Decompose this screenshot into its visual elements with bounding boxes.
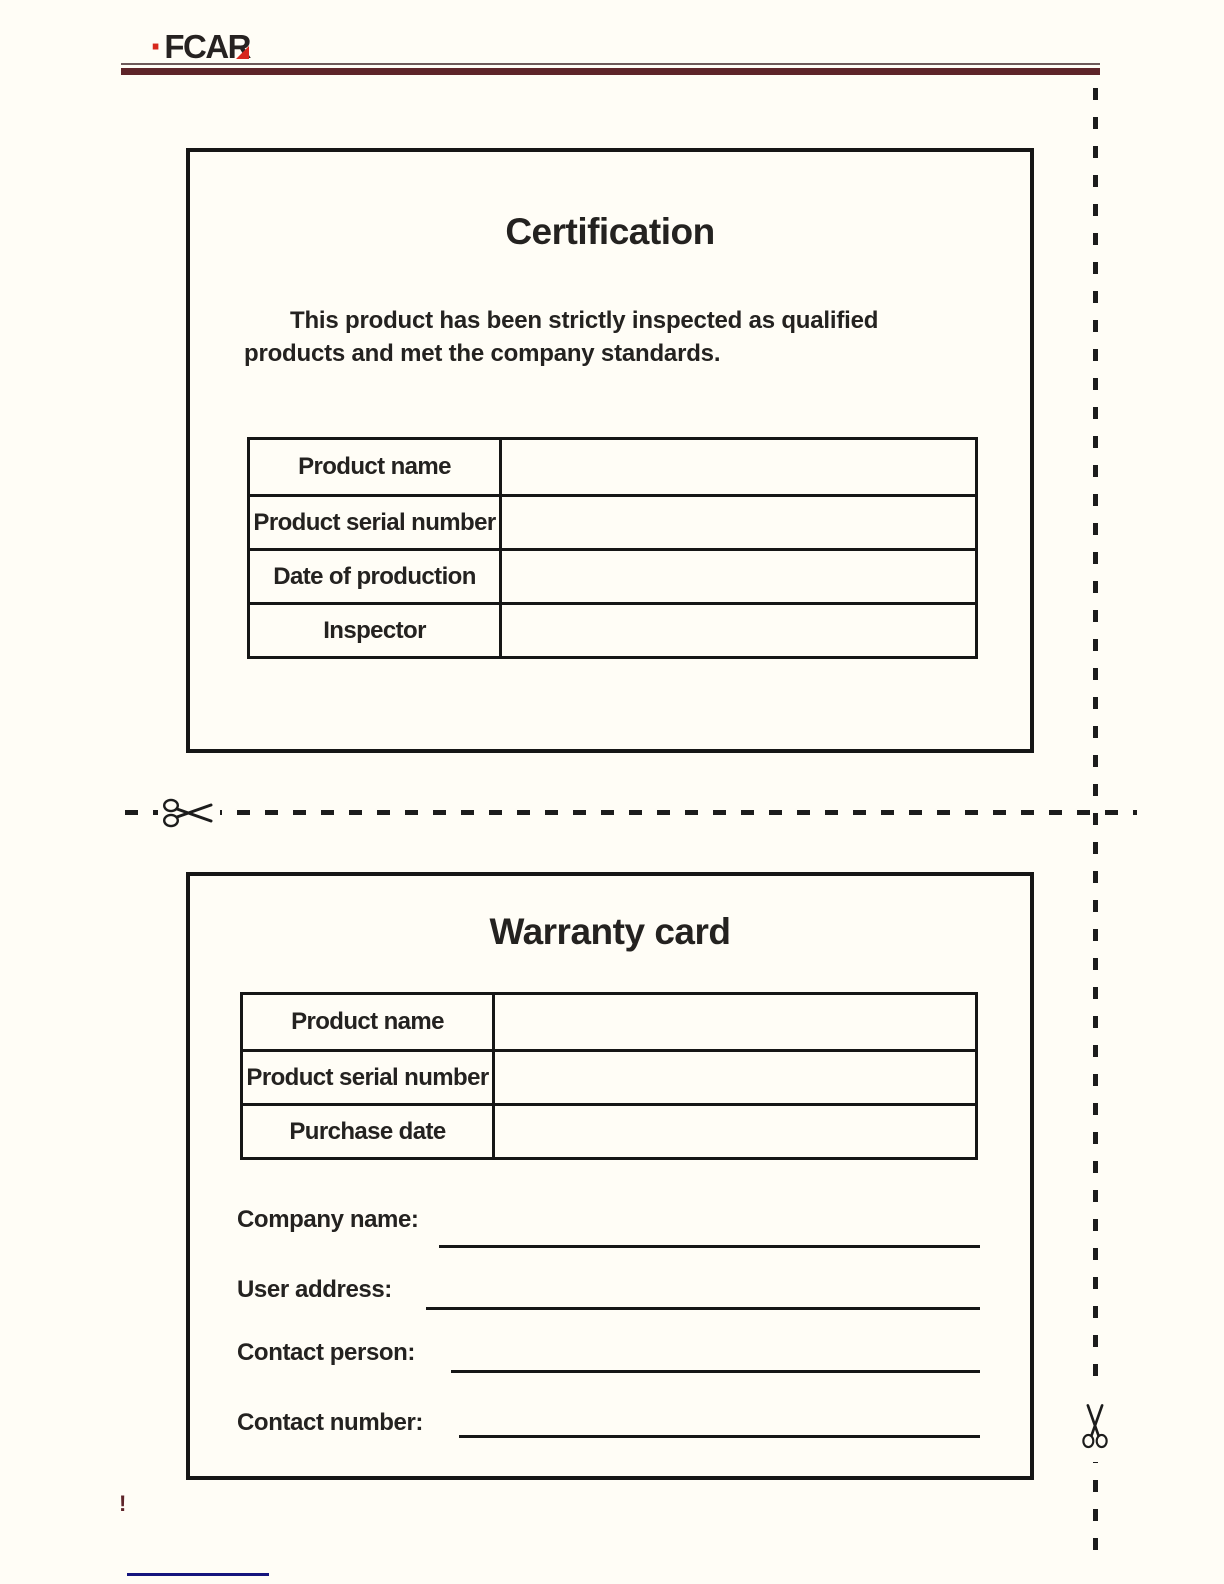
field-label-company-name: Company name: <box>237 1206 419 1233</box>
row-value-blank <box>502 497 975 548</box>
row-value-blank <box>495 1106 975 1157</box>
field-label-contact-number: Contact number: <box>237 1409 424 1436</box>
row-label: Product name <box>243 995 495 1049</box>
footnote-mark: ! <box>119 1491 127 1516</box>
header-rule-thin <box>121 63 1100 65</box>
row-value-blank <box>502 551 975 602</box>
field-blank-line <box>439 1245 980 1248</box>
table-row: Product name <box>243 995 975 1049</box>
header-rule-thick <box>121 68 1100 75</box>
scissors-icon <box>1071 1388 1119 1462</box>
table-row: Purchase date <box>243 1103 975 1157</box>
field-blank-line <box>451 1370 980 1373</box>
row-label: Product serial number <box>243 1052 495 1103</box>
field-label-contact-person: Contact person: <box>237 1339 416 1366</box>
vertical-cut-line <box>1093 88 1098 1552</box>
field-label-user-address: User address: <box>237 1276 392 1303</box>
logo-wordmark: FCAR <box>164 28 251 65</box>
row-value-blank <box>495 995 975 1049</box>
warranty-table: Product name Product serial number Purch… <box>240 992 978 1160</box>
table-row: Product serial number <box>250 494 975 548</box>
fcar-logo: · FCAR <box>150 25 251 69</box>
footer-link-underline <box>127 1573 269 1576</box>
logo-text: FCAR <box>164 28 251 65</box>
row-value-blank <box>495 1052 975 1103</box>
row-label: Date of production <box>250 551 502 602</box>
table-row: Product serial number <box>243 1049 975 1103</box>
table-row: Inspector <box>250 602 975 656</box>
horizontal-cut-line <box>125 810 1137 815</box>
certification-title: Certification <box>505 211 715 252</box>
table-row: Product name <box>250 440 975 494</box>
row-label: Purchase date <box>243 1106 495 1157</box>
certification-table: Product name Product serial number Date … <box>247 437 978 659</box>
warranty-title: Warranty card <box>489 911 731 952</box>
warranty-card: Warranty card Product name Product seria… <box>186 872 1034 1480</box>
scissors-icon <box>158 793 220 833</box>
logo-dot-icon: · <box>150 25 164 69</box>
table-row: Date of production <box>250 548 975 602</box>
row-label: Product name <box>250 440 502 494</box>
row-value-blank <box>502 605 975 656</box>
row-value-blank <box>502 440 975 494</box>
field-blank-line <box>459 1435 980 1438</box>
field-blank-line <box>426 1307 980 1310</box>
certification-card: Certification This product has been stri… <box>186 148 1034 753</box>
row-label: Product serial number <box>250 497 502 548</box>
certification-body-text: This product has been strictly inspected… <box>244 307 879 367</box>
row-label: Inspector <box>250 605 502 656</box>
